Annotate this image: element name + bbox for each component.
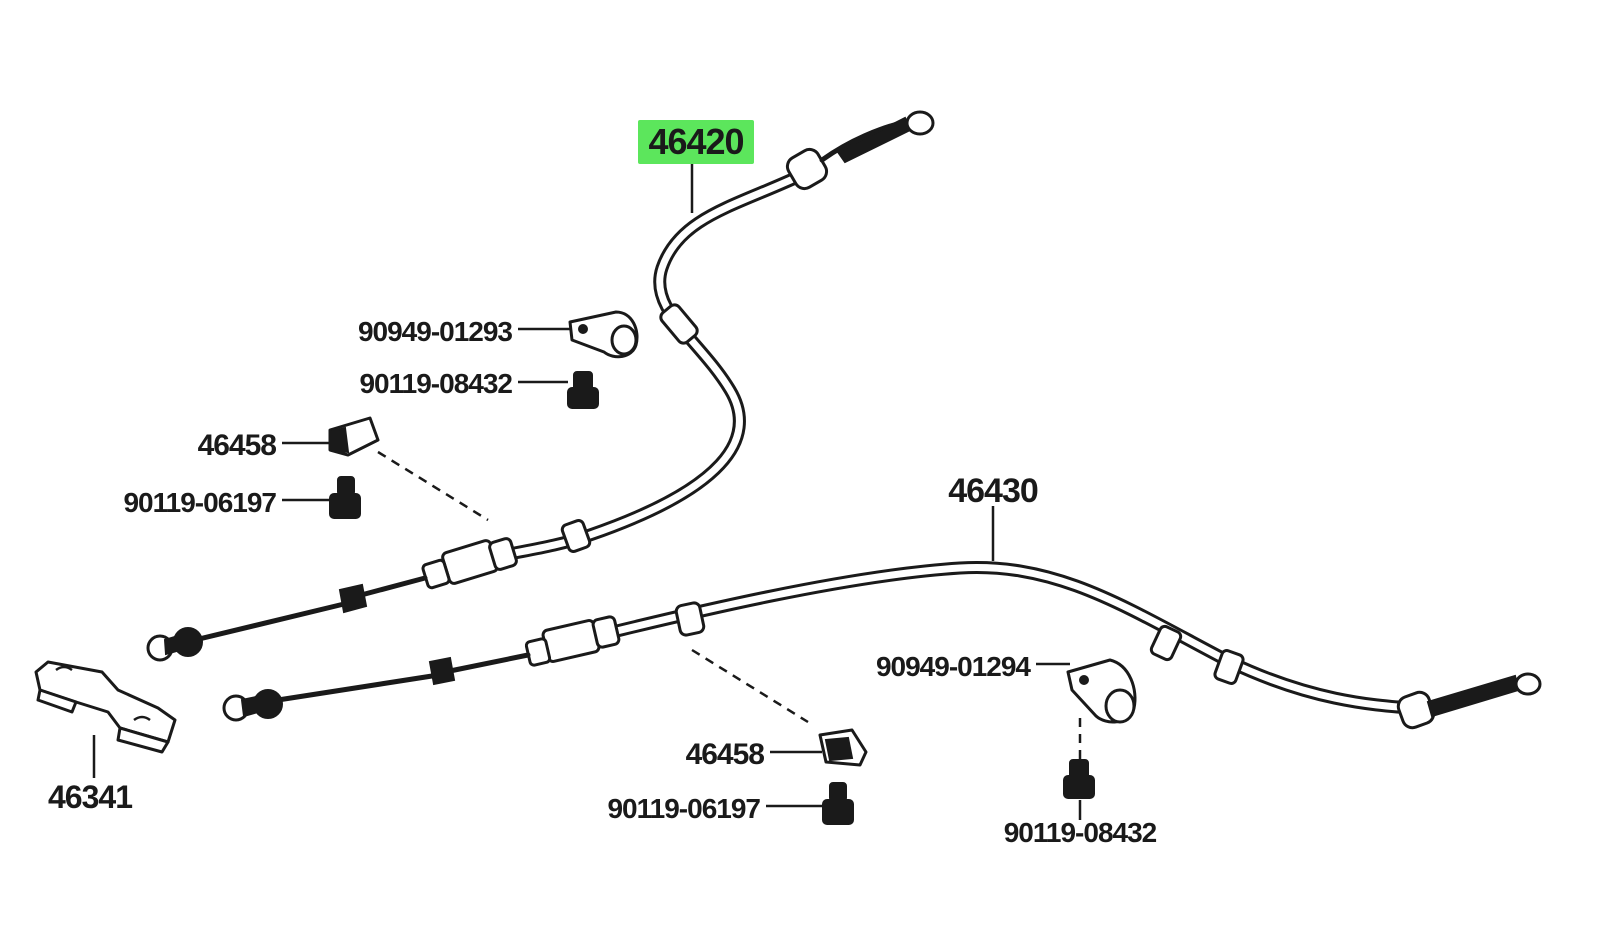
part-number-highlight xyxy=(638,120,754,164)
label-46458-right[interactable]: 46458 xyxy=(686,738,766,771)
cable-46430[interactable] xyxy=(222,560,1542,730)
retainer-46458-right[interactable] xyxy=(818,728,868,767)
label-46420[interactable]: 46420 xyxy=(648,121,744,162)
label-90119-08432-upper[interactable]: 90119-08432 xyxy=(359,368,513,399)
bracket-46341[interactable] xyxy=(34,660,177,754)
label-90949-01293[interactable]: 90949-01293 xyxy=(358,316,513,347)
bolt-90119-06197-bottom[interactable] xyxy=(822,782,854,825)
clamp-90949-01293[interactable] xyxy=(568,310,639,359)
clamp-90949-01294[interactable] xyxy=(1066,658,1137,724)
assembly-line-bottom xyxy=(691,648,809,724)
bolt-90119-06197-left[interactable] xyxy=(329,476,361,519)
bolt-90119-08432-right[interactable] xyxy=(1063,759,1095,799)
label-46458-left[interactable]: 46458 xyxy=(198,429,278,462)
label-90949-01294[interactable]: 90949-01294 xyxy=(876,651,1032,682)
label-90119-06197-bottom[interactable]: 90119-06197 xyxy=(607,793,761,824)
retainer-46458-left[interactable] xyxy=(328,416,380,457)
leader-lines xyxy=(92,162,1082,820)
label-90119-06197-left[interactable]: 90119-06197 xyxy=(123,487,277,518)
assembly-line-left xyxy=(377,450,489,522)
label-90119-08432-right[interactable]: 90119-08432 xyxy=(1004,817,1158,848)
cable-46420[interactable] xyxy=(146,110,935,662)
bolt-90119-08432-upper[interactable] xyxy=(567,371,599,409)
label-46341[interactable]: 46341 xyxy=(48,779,133,815)
label-46430[interactable]: 46430 xyxy=(948,472,1039,510)
